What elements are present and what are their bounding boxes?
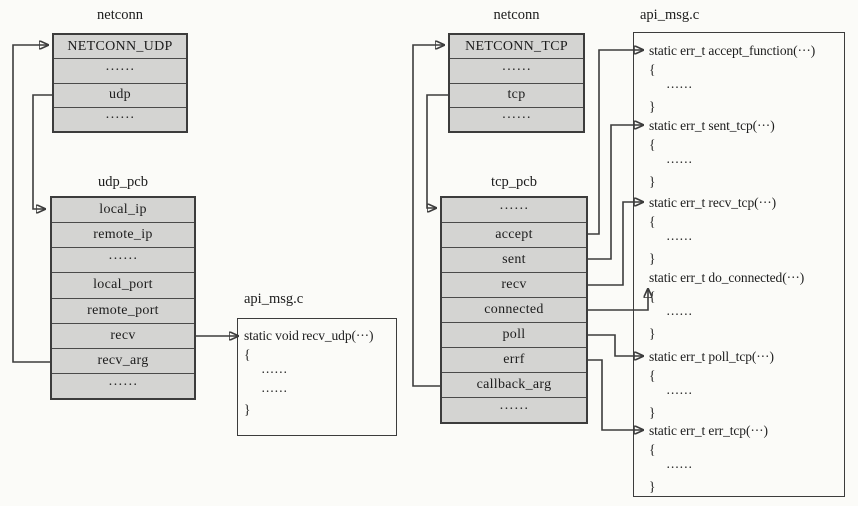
code-line: { [649,213,656,229]
function-recv-tcp: static err_t recv_tcp(···) { ······ } [649,194,776,268]
netconn-tcp-title: netconn [493,7,540,23]
netconn-tcp-table: NETCONN_TCP ······ tcp ······ [448,33,585,133]
api-msg-udp-title: api_msg.c [244,291,304,307]
table-row: poll [442,322,586,347]
code-line: { [649,136,656,152]
table-row: recv [442,272,586,297]
table-row: local_ip [52,198,194,223]
code-line: { [649,61,656,77]
table-row: recv_arg [52,347,194,373]
table-row: remote_ip [52,222,194,248]
table-row: ······ [450,106,583,131]
netconn-udp-title: netconn [97,7,143,23]
code-line: ······ [666,232,693,247]
code-line: static err_t accept_function(···) [649,43,816,58]
table-row: ······ [54,106,186,131]
table-row: ······ [450,58,583,83]
table-row: connected [442,297,586,322]
function-do-connected: static err_t do_connected(···) { ······ … [649,269,804,343]
code-line: } [649,325,656,341]
table-row: ······ [54,58,186,83]
arrow-tcp-to-tcp-pcb [426,94,448,208]
tcp-pcb-title: tcp_pcb [491,174,537,190]
code-line: static err_t sent_tcp(···) [649,118,775,133]
table-row: callback_arg [442,372,586,397]
code-line: } [649,98,656,114]
udp-pcb-table: local_ip remote_ip ······ local_port rem… [50,196,196,400]
code-line: ······ [666,155,693,170]
code-line: ······ [666,80,693,95]
udp-pcb-title: udp_pcb [98,174,148,190]
table-row: remote_port [52,297,194,323]
code-line: { [649,288,656,304]
api-msg-tcp-box: static err_t accept_function(···) { ····… [633,32,845,497]
arrow-recv-arg-to-netconn-udp [12,45,50,363]
code-line: } [649,250,656,266]
code-line: } [649,173,656,189]
code-line: } [244,402,251,417]
code-line: ······ [666,307,693,322]
code-line: static err_t poll_tcp(···) [649,349,774,364]
table-row: local_port [52,272,194,298]
code-line: ······ [666,460,693,475]
code-line: ······ [261,365,288,380]
code-line: static err_t err_tcp(···) [649,423,768,438]
api-msg-udp-box: static void recv_udp(···) { ······ ·····… [237,318,397,436]
code-line: static err_t recv_tcp(···) [649,195,777,210]
table-row: ······ [52,247,194,273]
function-err-tcp: static err_t err_tcp(···) { ······ } [649,422,768,496]
code-line: ······ [666,386,693,401]
table-row: NETCONN_TCP [450,35,583,59]
table-row: ······ [52,372,194,398]
function-recv-udp: static void recv_udp(···) { ······ ·····… [244,327,374,420]
code-line: { [649,367,656,383]
code-line: static void recv_udp(···) [244,328,374,343]
tcp-pcb-table: ······ accept sent recv connected poll e… [440,196,588,424]
function-sent-tcp: static err_t sent_tcp(···) { ······ } [649,117,775,191]
code-line: static err_t do_connected(···) [649,270,805,285]
arrow-udp-to-udp-pcb [32,94,52,209]
table-row: accept [442,222,586,247]
code-line: } [649,404,656,420]
code-line: ······ [261,383,288,399]
api-msg-tcp-title: api_msg.c [640,7,700,23]
table-row: ······ [442,198,586,222]
function-accept-function: static err_t accept_function(···) { ····… [649,42,815,116]
table-row: recv [52,322,194,348]
code-line: { [244,346,251,362]
table-row: tcp [450,82,583,107]
code-line: { [649,441,656,457]
table-row: udp [54,82,186,107]
function-poll-tcp: static err_t poll_tcp(···) { ······ } [649,348,774,422]
netconn-udp-table: NETCONN_UDP ······ udp ······ [52,33,188,133]
table-row: sent [442,247,586,272]
table-row: errf [442,347,586,372]
table-row: ······ [442,397,586,422]
code-line: } [649,478,656,494]
table-row: NETCONN_UDP [54,35,186,59]
